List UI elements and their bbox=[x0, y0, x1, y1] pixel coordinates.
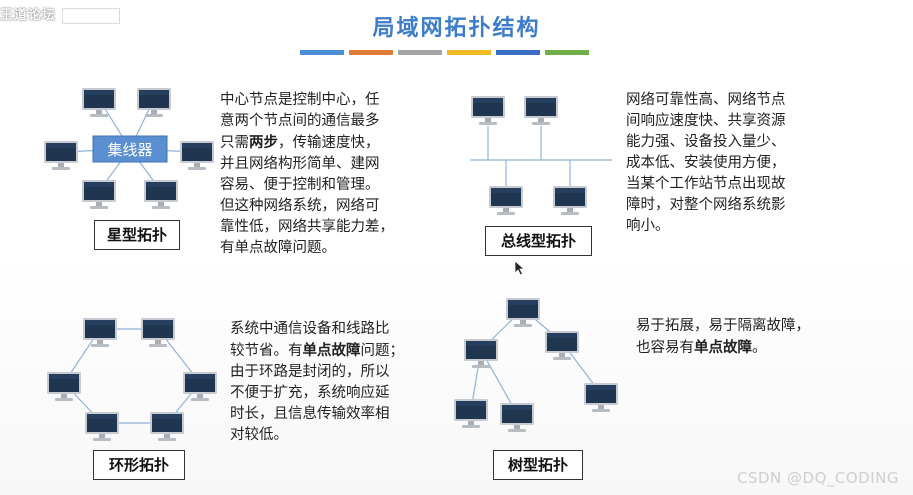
description-line: 中心节点是控制中心，任 bbox=[220, 92, 380, 108]
tree-label: 树型拓扑 bbox=[493, 450, 583, 480]
description-line: 成本低、安装使用方便， bbox=[626, 155, 786, 171]
description-line: 当某个工作站节点出现故 bbox=[626, 176, 786, 192]
mouse-cursor-icon bbox=[514, 260, 526, 276]
color-bar bbox=[349, 50, 393, 55]
description-line: 易于拓展，易于隔离故障， bbox=[636, 318, 810, 334]
description-line: 系统中通信设备和线路比 bbox=[230, 321, 390, 337]
color-bar bbox=[398, 50, 442, 55]
csdn-watermark: CSDN @DQ_CODING bbox=[737, 469, 899, 487]
bus-label: 总线型拓扑 bbox=[485, 226, 592, 256]
bold-keyword: 单点故障 bbox=[302, 342, 361, 359]
bold-keyword: 两步 bbox=[249, 134, 278, 151]
star-computer-icon bbox=[144, 180, 178, 209]
description-line: 间响应速度快、共享资源 bbox=[626, 113, 786, 129]
star-computer-icon bbox=[137, 88, 171, 117]
description-line: 只需两步，传输速度快， bbox=[220, 134, 380, 151]
color-bar bbox=[447, 50, 491, 55]
description-line: 障时，对整个网络系统影 bbox=[626, 197, 786, 213]
bus-computer-icon bbox=[471, 96, 505, 125]
tree-computer-icon bbox=[464, 339, 498, 368]
ring-computer-icon bbox=[141, 318, 175, 347]
ring-computer-icon bbox=[47, 372, 81, 401]
star-computer-icon bbox=[82, 88, 116, 117]
bold-keyword: 单点故障 bbox=[694, 339, 752, 356]
tree-computer-icon bbox=[584, 383, 618, 412]
description-line: 较节省。有单点故障问题； bbox=[230, 342, 404, 359]
description-line: 但这种网络系统，网络可 bbox=[220, 198, 380, 214]
watermark-top: 王道论坛 bbox=[0, 4, 150, 24]
hub-label: 集线器 bbox=[107, 141, 152, 159]
tree-description: 易于拓展，易于隔离故障， 也容易有单点故障。 bbox=[636, 316, 866, 359]
tree-computer-icon bbox=[545, 331, 579, 360]
color-bar bbox=[300, 50, 344, 55]
star-computer-icon bbox=[44, 141, 78, 170]
description-line: 靠性低，网络共享能力差， bbox=[220, 219, 394, 235]
hub-box bbox=[92, 135, 168, 163]
bus-computer-icon bbox=[524, 96, 558, 125]
ring-computer-icon bbox=[150, 412, 184, 441]
description-line: 时长，且信息传输效率相 bbox=[230, 406, 390, 422]
bus-description: 网络可靠性高、网络节点间响应速度快、共享资源能力强、设备投入量少、成本低、安装使… bbox=[626, 90, 866, 237]
ring-label: 环形拓扑 bbox=[93, 450, 185, 480]
description-line: 也容易有单点故障。 bbox=[636, 339, 767, 356]
watermark-logo-icon bbox=[62, 7, 121, 24]
ring-description: 系统中通信设备和线路比较节省。有单点故障问题； 由于环路是封闭的，所以不便于扩充，… bbox=[230, 319, 455, 446]
bus-computer-icon bbox=[489, 186, 523, 215]
tree-computer-icon bbox=[506, 298, 540, 327]
description-line: 有单点故障问题。 bbox=[220, 240, 336, 256]
ring-computer-icon bbox=[83, 318, 117, 347]
star-label: 星型拓扑 bbox=[94, 220, 180, 250]
star-description: 中心节点是控制中心，任意两个节点间的通信最多只需两步，传输速度快， 并且网络构形简… bbox=[220, 90, 450, 259]
description-line: 对较低。 bbox=[230, 427, 288, 443]
description-line: 响小。 bbox=[626, 218, 670, 234]
star-computer-icon bbox=[180, 141, 214, 170]
tree-computer-icon bbox=[454, 399, 488, 428]
tree-computer-icon bbox=[500, 403, 534, 432]
description-line: 并且网络构形简单、建网 bbox=[220, 156, 380, 172]
description-line: 不便于扩充，系统响应延 bbox=[230, 385, 390, 401]
description-line: 能力强、设备投入量少、 bbox=[626, 134, 786, 150]
description-line: 由于环路是封闭的，所以 bbox=[230, 364, 390, 380]
description-line: 意两个节点间的通信最多 bbox=[220, 113, 380, 129]
watermark-top-text: 王道论坛 bbox=[0, 8, 57, 23]
ring-computer-icon bbox=[85, 412, 119, 441]
page-title: 局域网拓扑结构 bbox=[372, 16, 541, 41]
star-computer-icon bbox=[82, 180, 116, 209]
description-line: 容易、便于控制和管理。 bbox=[220, 177, 380, 193]
description-line: 网络可靠性高、网络节点 bbox=[626, 92, 786, 108]
color-bar bbox=[545, 50, 589, 55]
hub-group: 集线器 bbox=[92, 135, 168, 163]
bus-computer-icon bbox=[553, 186, 587, 215]
color-bar bbox=[496, 50, 540, 55]
